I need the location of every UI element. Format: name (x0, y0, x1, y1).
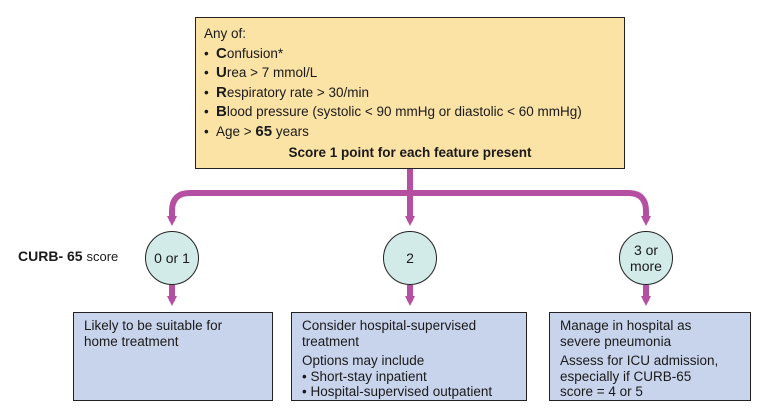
score-circle-low-text: 0 or 1 (154, 250, 190, 266)
bullet-icon: • (204, 104, 209, 119)
connector-branch-right (410, 190, 651, 226)
outcome-line: Likely to be suitable for (84, 318, 223, 333)
outcome-line: especially if CURB-65 (560, 368, 692, 384)
criteria-list: • Confusion* • Urea > 7 mmol/L • Respiratory … (204, 44, 624, 122)
criteria-item-confusion: • Confusion* (204, 44, 624, 64)
circle-label-line: 0 or 1 (154, 250, 190, 266)
criteria-item-respiratory-rate: • Respiratory rate > 30/min (204, 83, 624, 103)
curb65-name: CURB- 65 (18, 248, 83, 264)
criteria-text: espiratory rate > 30/min (226, 84, 370, 100)
outcome-line: treatment (302, 333, 360, 349)
outcome-line: Assess for ICU admission, (560, 353, 719, 368)
score-note: Score 1 point for each feature present (288, 145, 532, 160)
criteria-text: rea > 7 mmol/L (226, 65, 318, 80)
outcome-line: Options may include (302, 353, 425, 368)
bullet-icon: • (204, 123, 209, 139)
connector-branch-left (167, 190, 410, 226)
curb65-score-label: CURB- 65 score (18, 248, 118, 264)
circle-label-line: 3 or (633, 242, 659, 258)
criteria-text: lood pressure (systolic < 90 mmHg or dia… (226, 104, 582, 119)
bullet-icon: • (204, 65, 209, 80)
criteria-text: onfusion* (226, 45, 284, 61)
outcome-line: severe pneumonia (560, 333, 672, 349)
score-circle-low: 0 or 1 (145, 231, 199, 285)
criteria-item-urea: • Urea > 7 mmol/L (204, 63, 624, 83)
outcome-line: score = 4 or 5 (560, 384, 643, 399)
criteria-initial-letter: B (216, 103, 227, 120)
criteria-item-age: •Age > 65 years (204, 122, 309, 140)
circle-label-line: 2 (406, 250, 414, 266)
score-word: score (86, 249, 119, 264)
score-circle-medium: 2 (383, 231, 437, 285)
outcome-line: • Short-stay inpatient (302, 368, 427, 384)
criteria-item-blood-pressure: • Blood pressure (systolic < 90 mmHg or d… (204, 102, 624, 122)
criteria-initial-letter: R (216, 83, 227, 101)
score-circle-medium-text: 2 (406, 250, 414, 266)
outcome-line: home treatment (84, 333, 179, 349)
criteria-box: Any of: • Confusion* • Urea > 7 mmol/L • Resp… (195, 17, 625, 169)
outcome-line: Consider hospital-supervised (302, 318, 477, 333)
criteria-intro: Any of: (204, 26, 247, 41)
bullet-icon: • (204, 45, 209, 61)
bullet-icon: • (204, 84, 209, 100)
outcome-line: • Hospital-supervised outpatient (302, 384, 493, 399)
circle-label-line: more (630, 258, 662, 274)
criteria-initial-letter: U (216, 64, 227, 81)
outcome-line: Manage in hospital as (560, 318, 692, 333)
criteria-initial-letter: C (216, 44, 227, 62)
